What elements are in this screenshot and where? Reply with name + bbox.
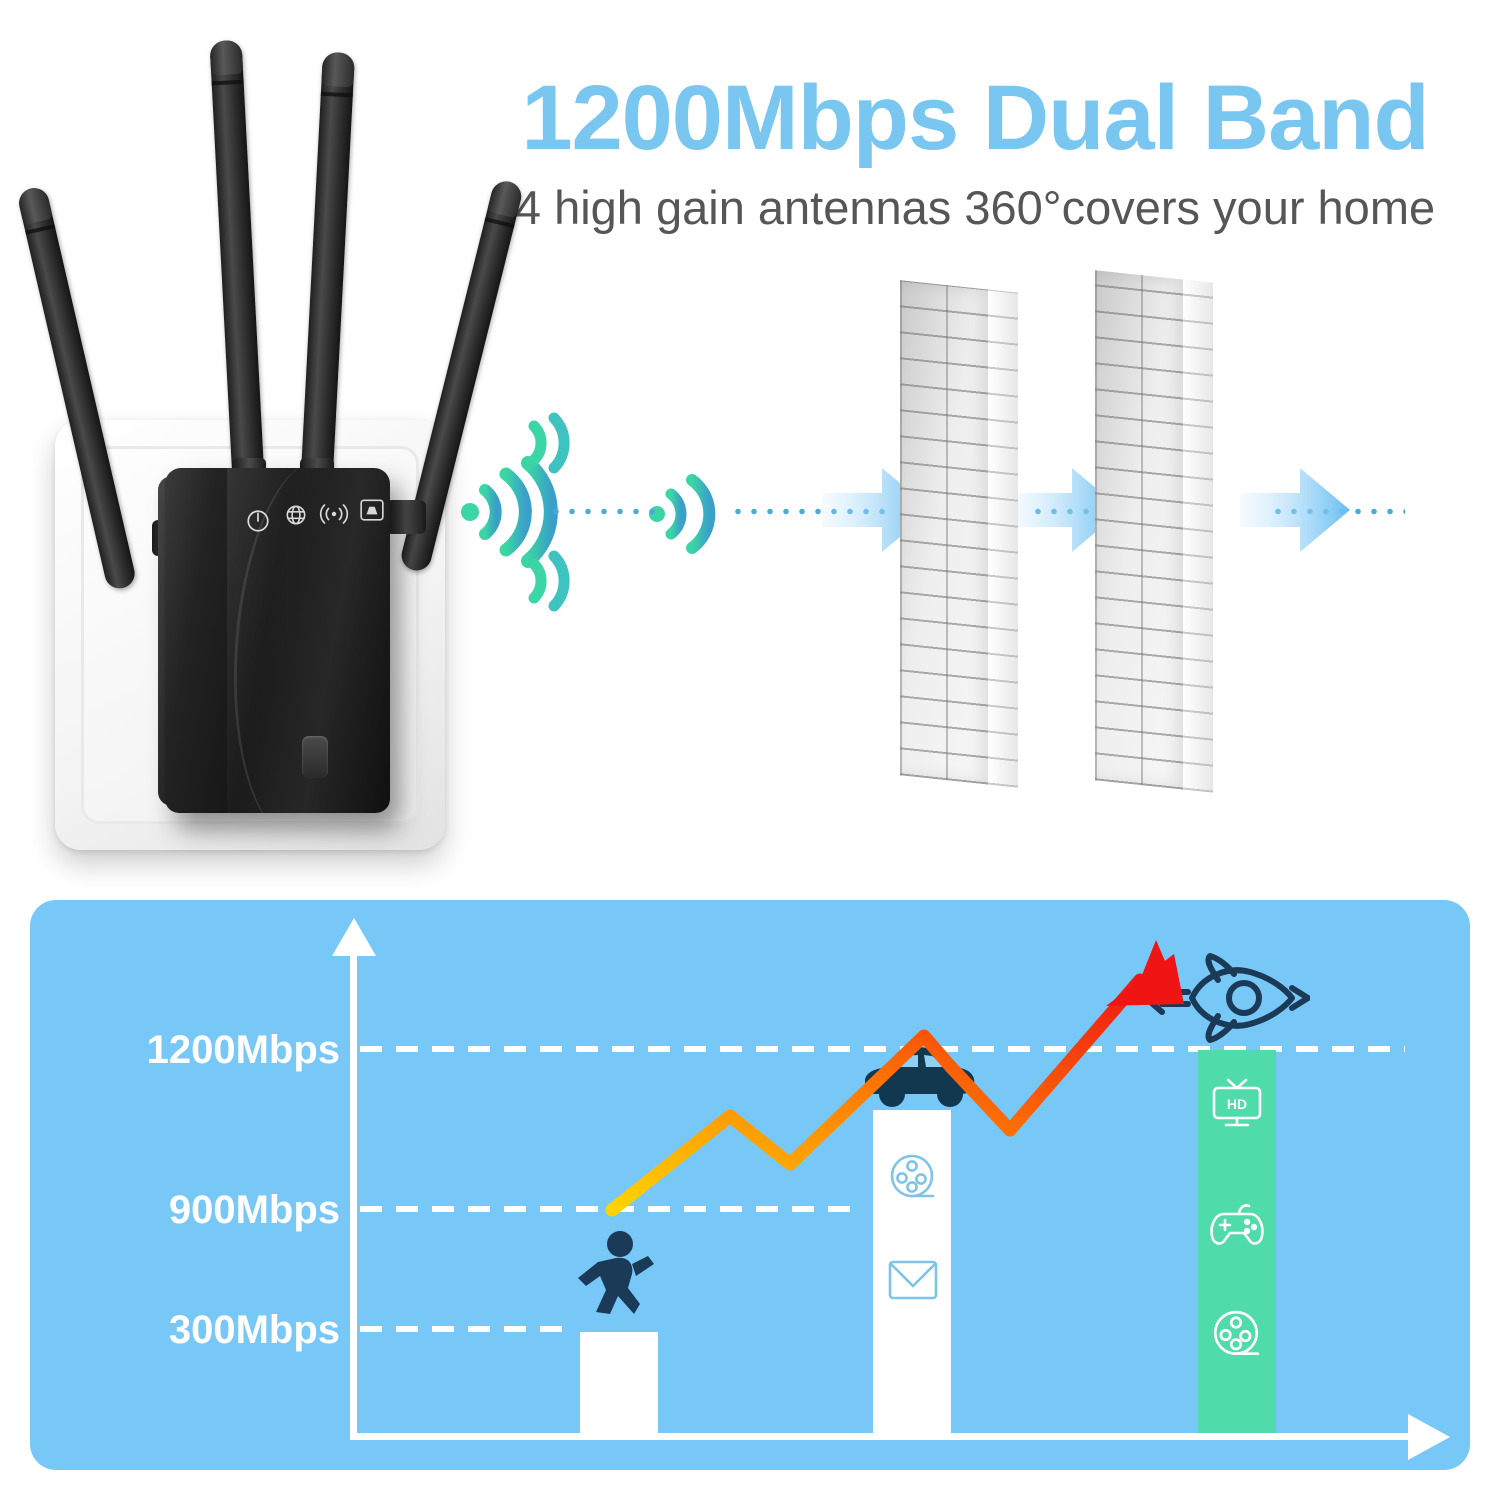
brick-wall-edge xyxy=(1183,279,1213,793)
brick-wall-face xyxy=(900,280,990,785)
chart-y-axis-arrow xyxy=(330,918,378,963)
antenna-cap xyxy=(16,185,54,226)
game-controller-icon xyxy=(1207,1200,1267,1257)
signal-dotted-line-1 xyxy=(548,508,658,515)
chart-bar-1 xyxy=(580,1332,658,1433)
lan-port-led-icon-1 xyxy=(359,498,385,522)
chart-bar-3: HD xyxy=(1198,1050,1276,1433)
hd-tv-icon: HD xyxy=(1209,1078,1265,1135)
wifi-wave-lower-icon xyxy=(522,548,582,619)
wifi-signal-led-icon xyxy=(319,502,349,526)
growth-trend-line xyxy=(350,920,1420,1445)
speed-chart-panel: 1200Mbps 900Mbps 300Mbps xyxy=(30,900,1470,1470)
chart-x-axis-arrow xyxy=(1408,1412,1452,1467)
antenna-ring xyxy=(484,217,515,229)
signal-dotted-line-2 xyxy=(730,508,890,515)
chart-x-axis xyxy=(350,1433,1420,1440)
chart-tick-label-300: 300Mbps xyxy=(168,1308,340,1352)
page-title: 1200Mbps Dual Band xyxy=(521,67,1429,169)
brick-wall-face xyxy=(1095,270,1185,790)
device-body xyxy=(165,468,390,813)
chart-bar-2 xyxy=(873,1110,951,1433)
brick-wall-1 xyxy=(900,280,1018,788)
antenna-cap xyxy=(321,51,356,88)
antenna-ring xyxy=(211,79,244,86)
brick-wall-edge xyxy=(988,289,1018,788)
antenna-cap xyxy=(209,39,244,76)
wifi-wave-relay-icon xyxy=(648,468,728,565)
page-subtitle: 4 high gain antennas 360°covers your hom… xyxy=(514,181,1436,234)
runner-icon xyxy=(570,1230,666,1343)
antenna-base-4 xyxy=(386,500,426,534)
signal-arrow-3 xyxy=(1240,460,1350,565)
power-led-icon xyxy=(245,508,271,534)
chart-tick-label-1200: 1200Mbps xyxy=(146,1028,340,1072)
brick-wall-2 xyxy=(1095,270,1213,793)
antenna-ring xyxy=(320,91,353,98)
chart-gridline-1200 xyxy=(360,1046,1405,1052)
chart-gridline-300 xyxy=(360,1326,570,1332)
chart-y-axis xyxy=(350,940,357,1440)
globe-internet-led-icon xyxy=(283,502,309,528)
wifi-wave-upper-icon xyxy=(522,410,582,481)
film-reel-icon xyxy=(887,1152,939,1209)
led-indicator-row xyxy=(245,498,385,532)
chart-tick-label-900: 900Mbps xyxy=(168,1188,340,1232)
antenna-ring xyxy=(25,224,56,235)
film-reel-icon xyxy=(1210,1308,1264,1367)
envelope-icon xyxy=(887,1258,939,1307)
wps-button[interactable] xyxy=(302,736,328,778)
signal-arrow-2 xyxy=(1012,460,1122,565)
svg-text:HD: HD xyxy=(1227,1096,1247,1112)
